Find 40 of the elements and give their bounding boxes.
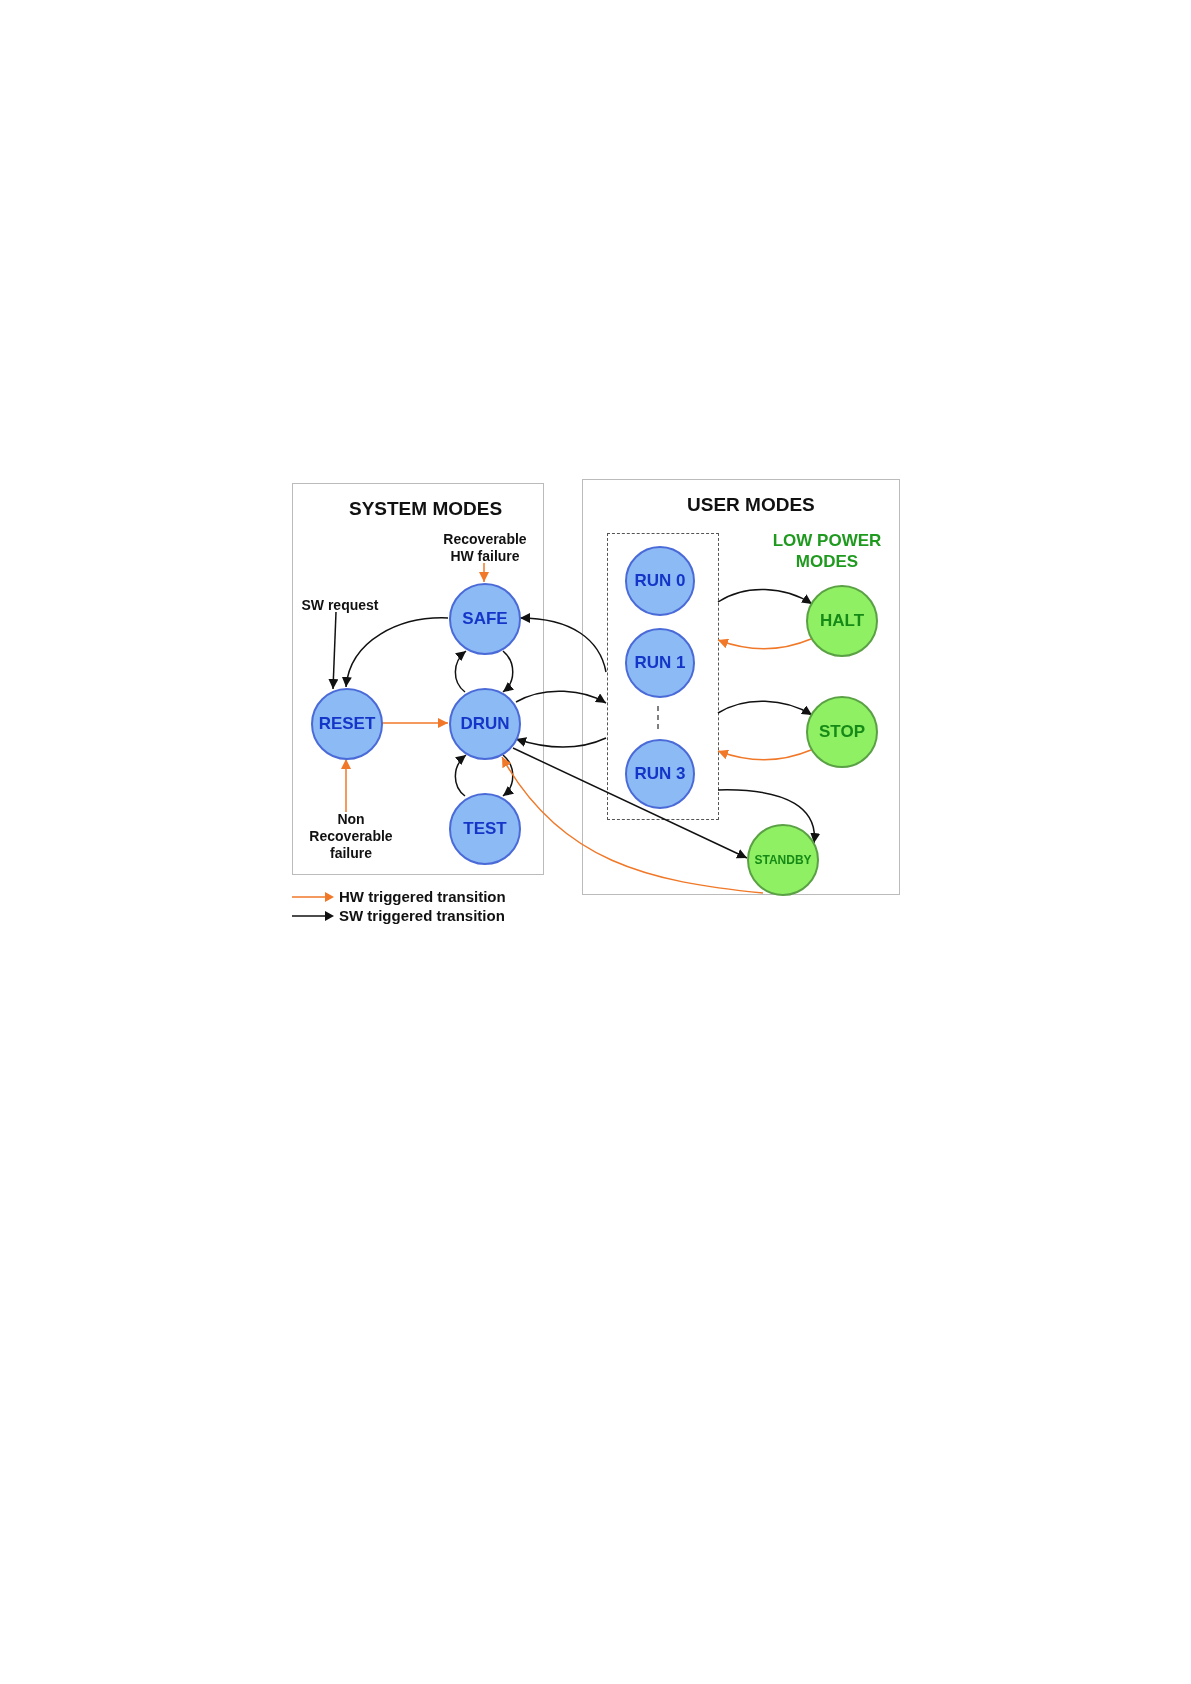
arrow: [717, 588, 813, 605]
arrow: [454, 754, 467, 797]
arrow: [717, 638, 812, 650]
arrow: [519, 613, 607, 673]
annotation-text: SW request: [295, 597, 385, 615]
arrow: [717, 700, 813, 716]
state-circle: SAFE: [449, 583, 521, 655]
state-circle: RUN 3: [625, 739, 695, 809]
annotation-text: Recoverable HW failure: [437, 531, 533, 567]
arrow: [717, 749, 812, 761]
arrow: [341, 758, 351, 813]
state-circle: RUN 0: [625, 546, 695, 616]
panel: [292, 483, 544, 875]
state-circle: DRUN: [449, 688, 521, 760]
panel: [582, 479, 900, 895]
arrow: [717, 789, 820, 844]
arrow: [515, 690, 607, 704]
arrow: [502, 754, 514, 797]
state-circle: STANDBY: [747, 824, 819, 896]
arrow: [479, 562, 489, 583]
arrow: [454, 650, 467, 693]
legend-text: SW triggered transition: [339, 907, 505, 924]
state-circle: RESET: [311, 688, 383, 760]
state-circle: HALT: [806, 585, 878, 657]
dashed-group-box: [607, 533, 719, 820]
arrow: [381, 718, 449, 728]
state-circle: STOP: [806, 696, 878, 768]
arrow: [515, 737, 607, 748]
arrow: [502, 650, 514, 693]
arrow: [512, 747, 748, 859]
state-circle: RUN 1: [625, 628, 695, 698]
arrow: [501, 756, 764, 894]
state-circle: TEST: [449, 793, 521, 865]
group-label: LOW POWER MODES: [771, 530, 883, 572]
arrow: [342, 617, 449, 688]
annotation-text: Non Recoverable failure: [299, 811, 403, 869]
panel-title: SYSTEM MODES: [349, 498, 503, 520]
arrow: [328, 611, 339, 690]
panel-title: USER MODES: [687, 494, 815, 516]
legend-text: HW triggered transition: [339, 888, 506, 905]
